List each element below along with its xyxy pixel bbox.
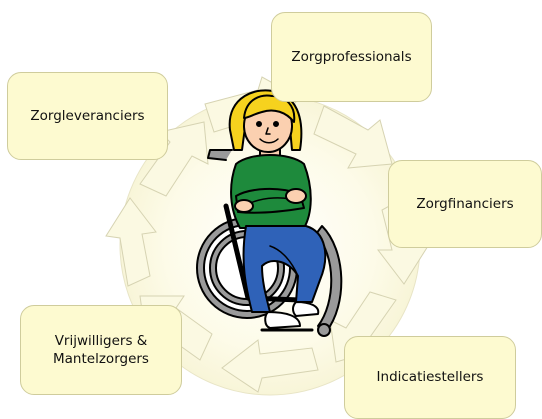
cycle-arrow-bottom xyxy=(221,339,319,393)
stakeholder-box-zorgfinanciers: Zorgfinanciers xyxy=(388,160,542,248)
cycle-arrow-top-left xyxy=(139,121,209,197)
cycle-arrow-left xyxy=(105,197,157,287)
cycle-arrow-top-right xyxy=(313,105,393,169)
person-in-wheelchair-icon xyxy=(196,89,343,337)
stakeholder-box-indicatiestellers: Indicatiestellers xyxy=(344,336,516,419)
stakeholder-box-vrijwilligers-mantelzorgers: Vrijwilligers & Mantelzorgers xyxy=(20,305,182,395)
stakeholder-box-zorgleveranciers: Zorgleveranciers xyxy=(7,72,168,160)
stakeholder-box-zorgprofessionals: Zorgprofessionals xyxy=(271,12,432,102)
